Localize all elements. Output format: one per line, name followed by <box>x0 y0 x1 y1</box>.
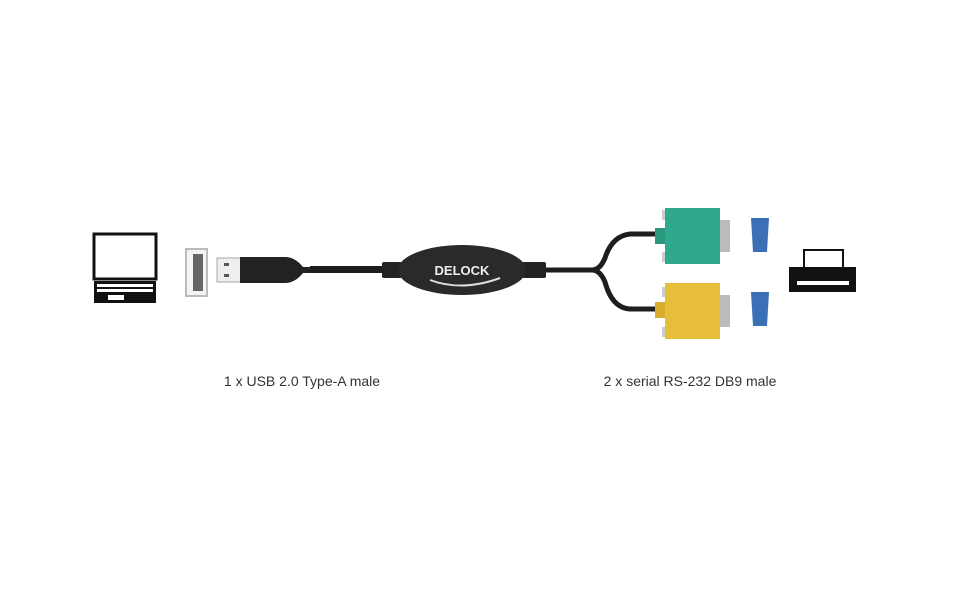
db9-port-icon <box>751 218 769 326</box>
serial-connector-label: 2 x serial RS-232 DB9 male <box>603 373 777 389</box>
usb-cable <box>310 266 385 273</box>
delock-logo: DELOCK <box>435 263 491 278</box>
converter-box: DELOCK <box>382 245 546 295</box>
usb-plug-icon <box>216 257 313 283</box>
db9-connector-yellow <box>655 283 730 339</box>
split-cable <box>546 231 660 312</box>
usb-port-icon <box>185 248 208 297</box>
db9-connector-green <box>655 208 730 264</box>
usb-connector-label: 1 x USB 2.0 Type-A male <box>223 373 381 389</box>
laptop-icon <box>92 232 158 303</box>
printer-icon <box>789 249 856 292</box>
